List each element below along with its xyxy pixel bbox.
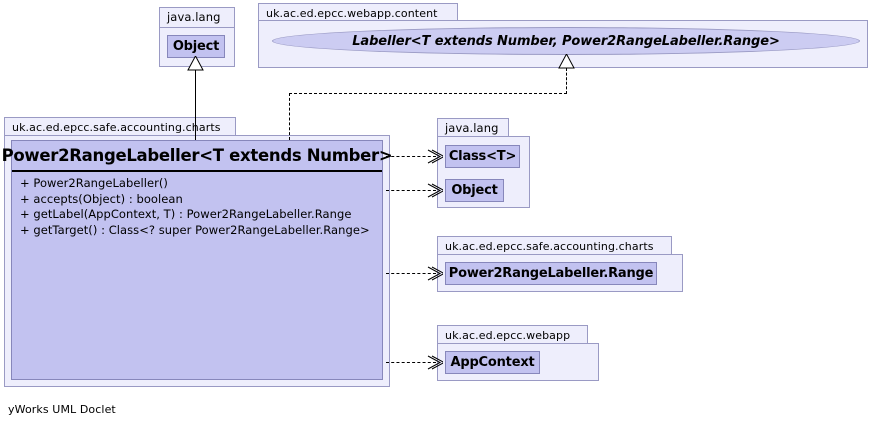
package-tab-label: uk.ac.ed.epcc.safe.accounting.charts	[437, 236, 672, 255]
package-tab-label: uk.ac.ed.epcc.safe.accounting.charts	[4, 117, 236, 136]
package-tab-label: java.lang	[159, 7, 235, 28]
realization-edge-segment-up	[289, 93, 290, 140]
dependency-edge-to-range	[386, 273, 436, 274]
operation-row: + Power2RangeLabeller()	[20, 176, 168, 190]
dependency-edge-to-object	[386, 190, 436, 191]
class-node-object-right[interactable]: Object	[445, 179, 504, 202]
interface-node-labeller[interactable]: Labeller<T extends Number, Power2RangeLa…	[272, 27, 860, 55]
generalization-arrowhead-object	[187, 56, 204, 71]
package-tab-label: java.lang	[437, 118, 509, 137]
operation-row: + getLabel(AppContext, T) : Power2RangeL…	[20, 207, 352, 221]
realization-edge-segment-to-iface	[566, 68, 567, 94]
package-tab-label: uk.ac.ed.epcc.webapp.content	[258, 3, 458, 21]
focus-class-title: Power2RangeLabeller<T extends Number>	[2, 141, 393, 172]
dependency-arrowhead-object	[427, 183, 443, 198]
operation-row: + accepts(Object) : boolean	[20, 191, 183, 206]
realization-edge-segment-across	[289, 93, 567, 94]
class-node-class-t[interactable]: Class<T>	[445, 145, 520, 168]
dependency-edge-to-class-t	[386, 156, 436, 157]
class-node-appcontext[interactable]: AppContext	[445, 351, 540, 374]
dependency-edge-to-appcontext	[386, 362, 436, 363]
focus-class-power2rangelabeller[interactable]: Power2RangeLabeller<T extends Number> + …	[2, 140, 393, 380]
dependency-arrowhead-class-t	[427, 149, 443, 164]
dependency-arrowhead-range	[427, 266, 443, 281]
generalization-edge-to-object	[195, 70, 196, 140]
focus-class-operations: + Power2RangeLabeller() + accepts(Object…	[12, 172, 382, 379]
package-tab-label: uk.ac.ed.epcc.webapp	[437, 325, 588, 344]
diagram-footer-label: yWorks UML Doclet	[8, 403, 116, 416]
operation-row: + getTarget() : Class<? super Power2Rang…	[20, 222, 370, 237]
class-node-object-top[interactable]: Object	[167, 35, 225, 58]
dependency-arrowhead-appcontext	[427, 355, 443, 370]
class-node-power2rangelabeller-range[interactable]: Power2RangeLabeller.Range	[445, 262, 657, 285]
realization-arrowhead-labeller	[558, 54, 575, 69]
